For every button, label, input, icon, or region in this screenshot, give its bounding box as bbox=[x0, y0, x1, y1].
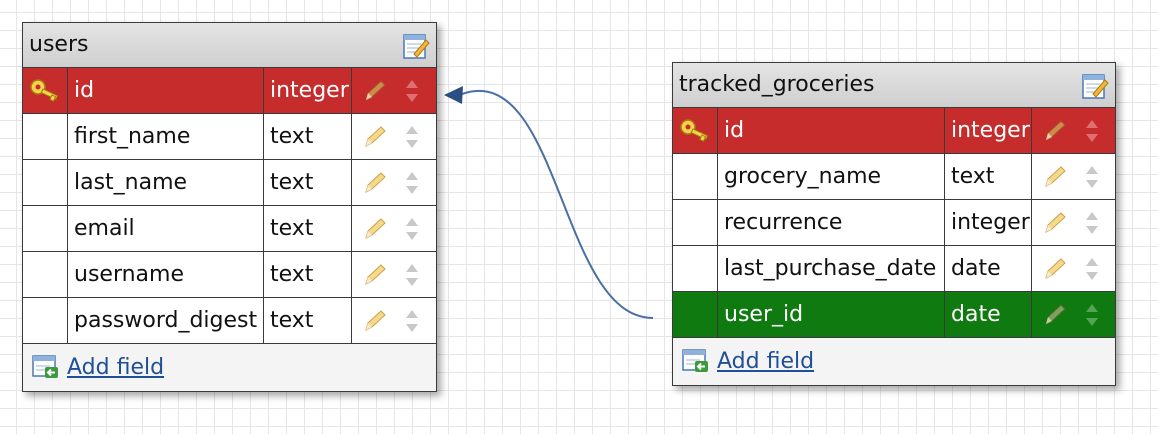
pencil-icon[interactable] bbox=[1042, 164, 1068, 190]
pencil-icon[interactable] bbox=[362, 216, 388, 242]
field-name: username bbox=[74, 262, 184, 287]
field-type: integer bbox=[951, 118, 1030, 143]
field-name: id bbox=[724, 118, 745, 143]
field-name: password_digest bbox=[74, 308, 258, 333]
sort-arrows-icon[interactable] bbox=[404, 123, 420, 151]
add-field-icon[interactable] bbox=[32, 354, 60, 380]
field-row-last-name[interactable]: last_name text bbox=[23, 160, 436, 206]
field-row-user-id[interactable]: user_id date bbox=[673, 292, 1115, 338]
field-row-grocery-name[interactable]: grocery_name text bbox=[673, 154, 1115, 200]
sort-arrows-icon[interactable] bbox=[1084, 163, 1100, 191]
field-row-recurrence[interactable]: recurrence integer bbox=[673, 200, 1115, 246]
key-icon bbox=[30, 79, 59, 102]
field-row-id[interactable]: id integer bbox=[23, 68, 436, 114]
field-name: grocery_name bbox=[724, 164, 882, 189]
sort-arrows-icon[interactable] bbox=[404, 169, 420, 197]
add-field-icon[interactable] bbox=[682, 348, 710, 374]
pencil-icon[interactable] bbox=[1042, 256, 1068, 282]
pencil-icon[interactable] bbox=[1042, 118, 1068, 144]
field-type: date bbox=[951, 256, 1001, 281]
field-row-first-name[interactable]: first_name text bbox=[23, 114, 436, 160]
sort-arrows-icon[interactable] bbox=[404, 307, 420, 335]
field-name: last_purchase_date bbox=[724, 256, 937, 281]
field-name: id bbox=[74, 78, 95, 103]
edit-table-icon[interactable] bbox=[1081, 72, 1109, 100]
add-field-link[interactable]: Add field bbox=[717, 349, 815, 374]
field-type: integer bbox=[951, 210, 1030, 235]
field-name: email bbox=[74, 216, 135, 241]
pencil-icon[interactable] bbox=[1042, 302, 1068, 328]
pencil-icon[interactable] bbox=[362, 124, 388, 150]
field-type: text bbox=[270, 124, 314, 149]
table-footer: Add field bbox=[673, 338, 1115, 385]
field-row-username[interactable]: username text bbox=[23, 252, 436, 298]
field-row-email[interactable]: email text bbox=[23, 206, 436, 252]
pencil-icon[interactable] bbox=[362, 78, 388, 104]
field-name: last_name bbox=[74, 170, 188, 195]
table-header[interactable]: tracked_groceries bbox=[673, 63, 1115, 108]
sort-arrows-icon[interactable] bbox=[404, 215, 420, 243]
pencil-icon[interactable] bbox=[1042, 210, 1068, 236]
key-icon bbox=[680, 119, 709, 142]
table-tracked-groceries[interactable]: tracked_groceries id integer grocery_nam… bbox=[672, 62, 1116, 386]
sort-arrows-icon[interactable] bbox=[1084, 209, 1100, 237]
table-users[interactable]: users id integer first_name text last_na… bbox=[22, 22, 437, 392]
field-type: text bbox=[270, 216, 314, 241]
table-header[interactable]: users bbox=[23, 23, 436, 68]
sort-arrows-icon[interactable] bbox=[1084, 117, 1100, 145]
field-row-password-digest[interactable]: password_digest text bbox=[23, 298, 436, 344]
field-row-id[interactable]: id integer bbox=[673, 108, 1115, 154]
table-footer: Add field bbox=[23, 344, 436, 391]
field-type: text bbox=[270, 262, 314, 287]
add-field-link[interactable]: Add field bbox=[67, 355, 165, 380]
field-type: date bbox=[951, 302, 1001, 327]
edit-table-icon[interactable] bbox=[402, 32, 430, 60]
sort-arrows-icon[interactable] bbox=[1084, 255, 1100, 283]
field-name: user_id bbox=[724, 302, 804, 327]
field-type: text bbox=[951, 164, 995, 189]
table-name: users bbox=[29, 32, 89, 57]
field-name: recurrence bbox=[724, 210, 843, 235]
pencil-icon[interactable] bbox=[362, 262, 388, 288]
sort-arrows-icon[interactable] bbox=[404, 77, 420, 105]
field-type: text bbox=[270, 170, 314, 195]
field-name: first_name bbox=[74, 124, 191, 149]
table-name: tracked_groceries bbox=[679, 72, 875, 97]
sort-arrows-icon[interactable] bbox=[1084, 301, 1100, 329]
field-type: text bbox=[270, 308, 314, 333]
field-type: integer bbox=[270, 78, 349, 103]
pencil-icon[interactable] bbox=[362, 170, 388, 196]
field-row-last-purchase-date[interactable]: last_purchase_date date bbox=[673, 246, 1115, 292]
sort-arrows-icon[interactable] bbox=[404, 261, 420, 289]
pencil-icon[interactable] bbox=[362, 308, 388, 334]
